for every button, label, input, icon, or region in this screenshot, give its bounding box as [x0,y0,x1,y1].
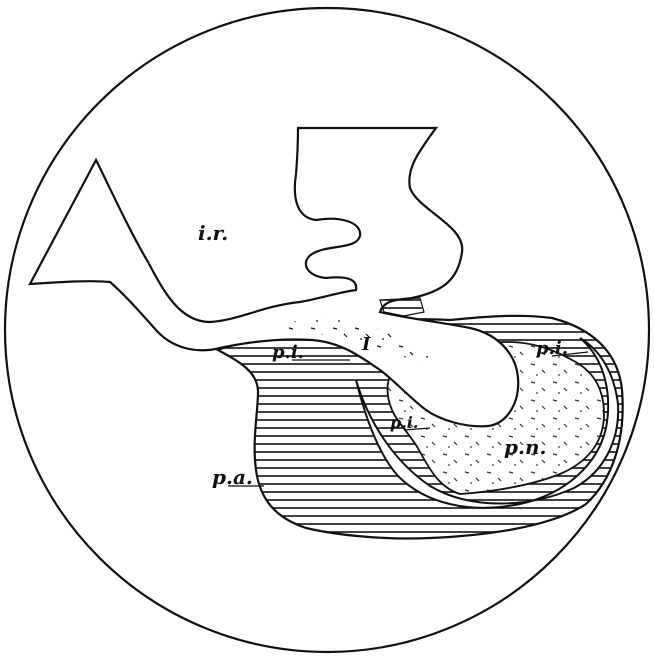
label-pn: p.n. [504,435,546,459]
label-ir: i.r. [198,221,228,245]
label-roman-one: I [361,334,371,355]
